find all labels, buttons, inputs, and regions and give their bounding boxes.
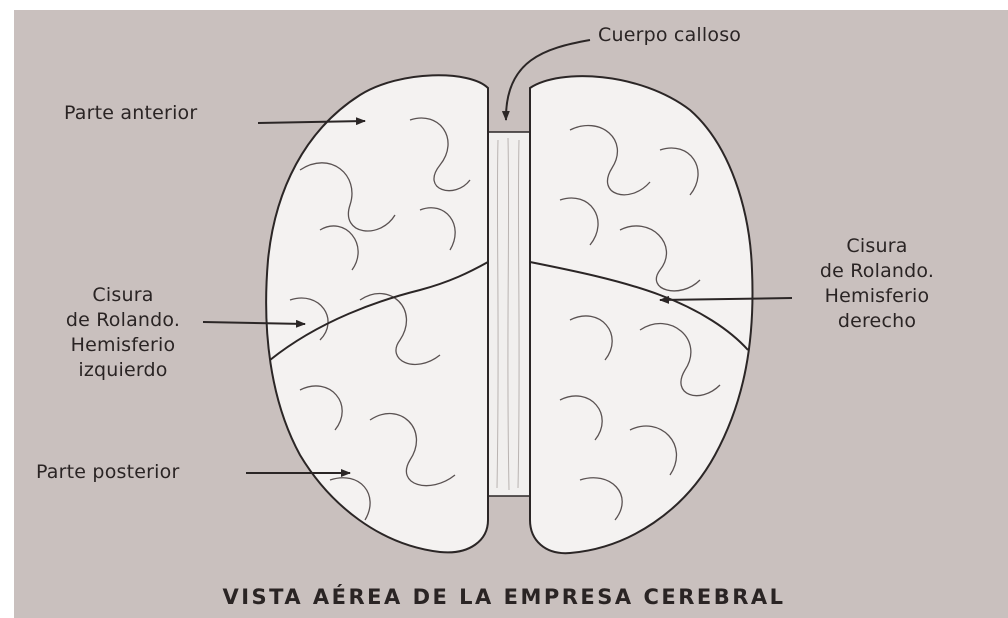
label-right-fissure: Cisura de Rolando. Hemisferio derecho [792, 234, 962, 334]
figure-caption: VISTA AÉREA DE LA EMPRESA CEREBRAL [0, 585, 1008, 609]
label-left-fissure-line-4: izquierdo [38, 358, 208, 383]
left-hemisphere [266, 75, 488, 552]
label-corpus-callosum: Cuerpo calloso [598, 23, 741, 48]
corpus-callosum [488, 132, 530, 496]
label-left-fissure-line-1: Cisura [38, 283, 208, 308]
right-hemisphere [530, 76, 753, 553]
label-posterior: Parte posterior [36, 460, 180, 485]
label-left-fissure: Cisura de Rolando. Hemisferio izquierdo [38, 283, 208, 383]
label-right-fissure-line-2: de Rolando. [792, 259, 962, 284]
label-left-fissure-line-3: Hemisferio [38, 333, 208, 358]
label-left-fissure-line-2: de Rolando. [38, 308, 208, 333]
label-right-fissure-line-1: Cisura [792, 234, 962, 259]
label-right-fissure-line-4: derecho [792, 309, 962, 334]
label-right-fissure-line-3: Hemisferio [792, 284, 962, 309]
label-anterior: Parte anterior [64, 101, 197, 126]
